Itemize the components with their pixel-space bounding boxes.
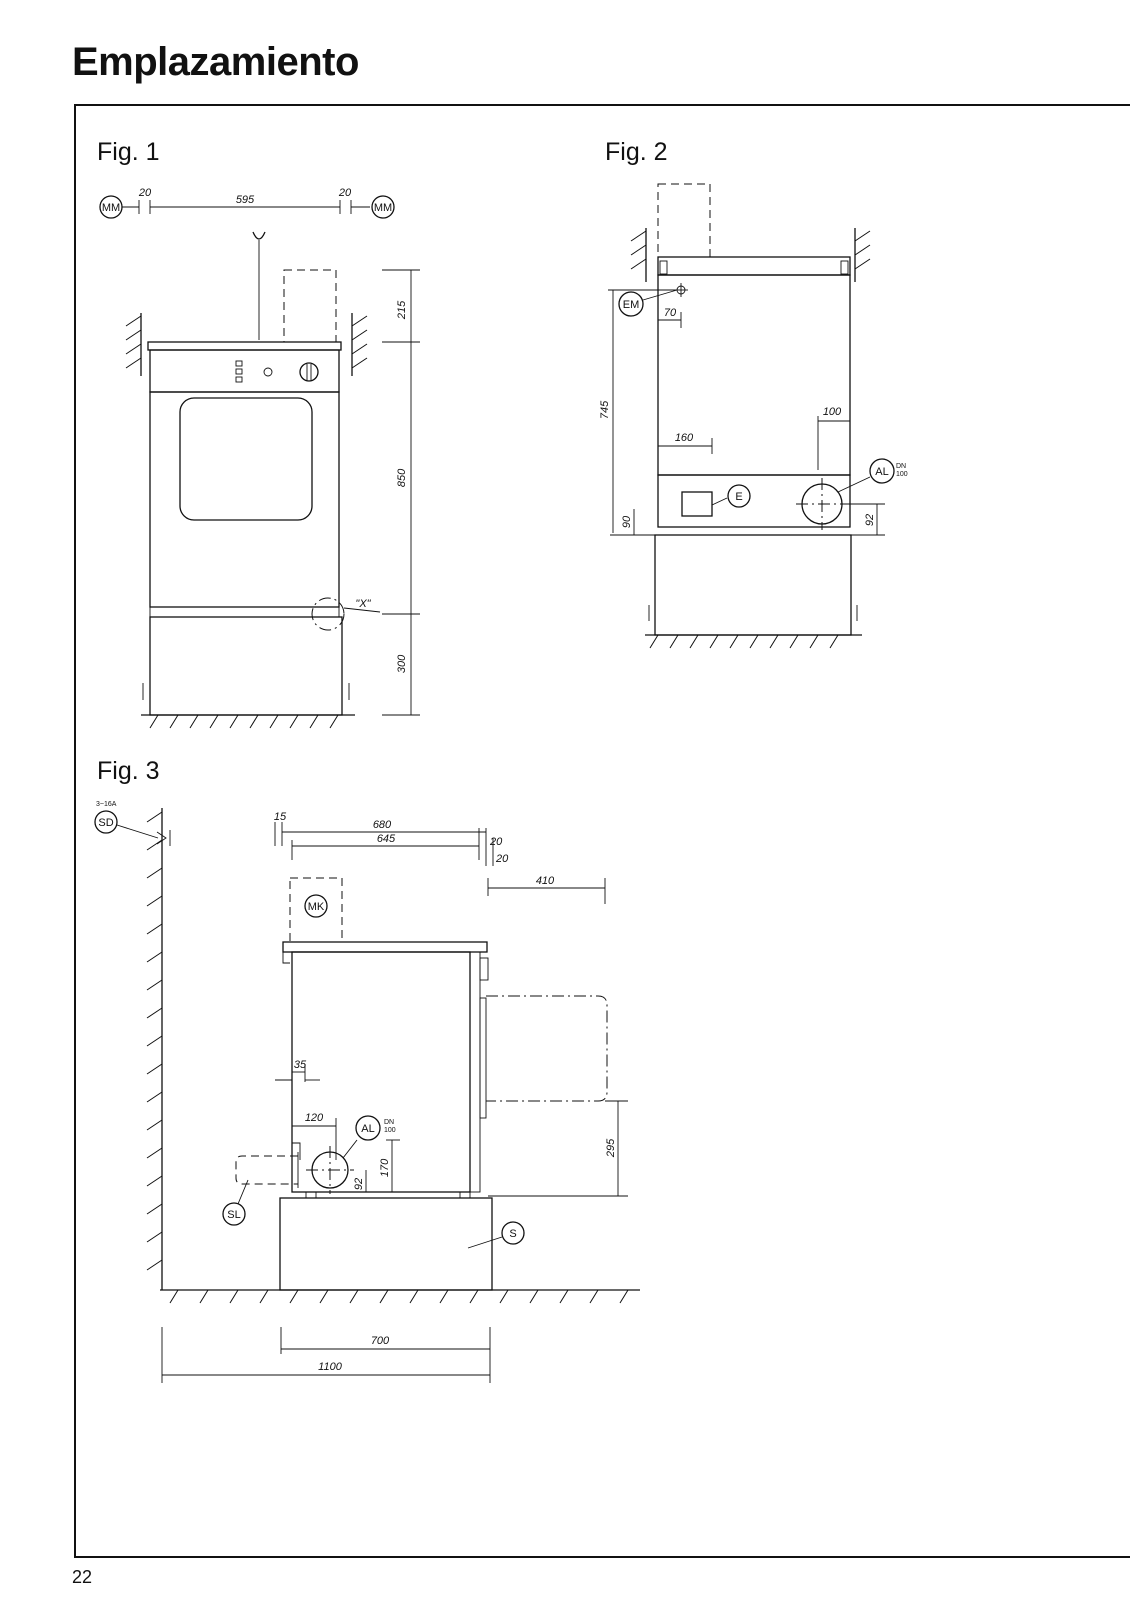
fig3-drawing: 3~16A SD 15 680 645 20 20 410 MK <box>94 801 640 1383</box>
fig1-mm-left-text: MM <box>102 202 120 214</box>
page-number: 22 <box>72 1567 93 1587</box>
fig1-mm-right-text: MM <box>374 202 392 214</box>
fig3-tag-sd: SD <box>98 817 113 829</box>
fig1-dim-850: 850 <box>396 468 408 487</box>
fig3-dim-295: 295 <box>605 1138 617 1158</box>
fig3-dim-700: 700 <box>371 1335 390 1347</box>
fig1-dim-20-right: 20 <box>338 187 352 199</box>
fig2-dim-160: 160 <box>675 432 694 444</box>
fig3-dim-20-b: 20 <box>495 853 509 865</box>
fig1-dim-300: 300 <box>396 654 408 673</box>
fig2-tag-em: EM <box>623 299 640 311</box>
fig2-label: Fig. 2 <box>605 138 668 166</box>
fig1-dim-20-left: 20 <box>138 187 152 199</box>
fig3-dim-645: 645 <box>377 833 396 845</box>
fig3-dim-1100: 1100 <box>318 1361 343 1373</box>
fig3-al-dn: DN <box>384 1119 394 1126</box>
fig2-dim-70: 70 <box>664 307 677 319</box>
fig2-drawing: EM 70 745 160 100 E AL DN 100 <box>599 183 908 649</box>
fig2-dim-745: 745 <box>599 400 611 419</box>
fig2-dim-92: 92 <box>864 514 876 526</box>
fig3-dim-120: 120 <box>305 1112 324 1124</box>
fig3-dim-15: 15 <box>274 811 287 823</box>
fig2-tag-e: E <box>735 491 742 503</box>
fig3-dim-680: 680 <box>373 819 392 831</box>
fig1-dim-595: 595 <box>236 194 255 206</box>
fig3-dim-20-a: 20 <box>489 836 503 848</box>
fig3-sd-note: 3~16A <box>96 801 117 808</box>
frame-top-rule <box>74 104 1130 106</box>
fig3-dim-170: 170 <box>379 1158 391 1177</box>
fig2-al-100: 100 <box>896 471 908 478</box>
fig2-al-dn: DN <box>896 463 906 470</box>
fig1-drawing: MM 20 595 20 MM <box>99 187 420 729</box>
fig3-tag-al: AL <box>361 1123 374 1135</box>
fig3-tag-sl: SL <box>227 1209 240 1221</box>
fig3-tag-mk: MK <box>308 901 325 913</box>
fig1-callout-x: "X" <box>355 598 371 610</box>
fig3-label: Fig. 3 <box>97 757 160 785</box>
fig3-dim-35: 35 <box>294 1059 307 1071</box>
fig3-dim-410: 410 <box>536 875 555 887</box>
fig1-mm-right-circle <box>371 195 395 219</box>
fig3-tag-s: S <box>509 1228 516 1240</box>
fig3-dim-92: 92 <box>353 1178 365 1190</box>
fig2-dim-100: 100 <box>823 406 842 418</box>
fig2-dim-90: 90 <box>621 515 633 528</box>
fig2-tag-al: AL <box>875 466 888 478</box>
frame-bottom-rule <box>74 1556 1130 1558</box>
fig1-dim-215: 215 <box>396 300 408 320</box>
page-title: Emplazamiento <box>72 40 359 84</box>
frame-left-rule <box>74 104 76 1556</box>
fig1-label: Fig. 1 <box>97 138 160 166</box>
fig3-al-100: 100 <box>384 1127 396 1134</box>
